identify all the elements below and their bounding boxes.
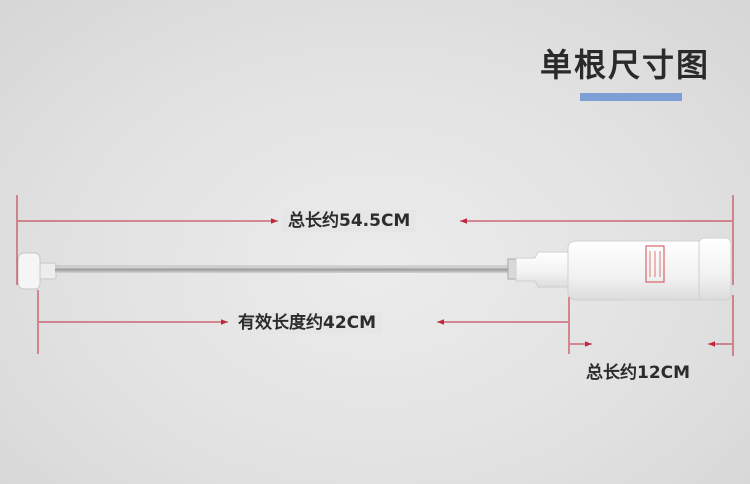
metal-rod [55, 266, 515, 273]
product-sticker [645, 245, 665, 283]
cylinder-body [567, 240, 701, 301]
cylinder-cap [698, 237, 732, 301]
total-length-label: 总长约54.5CM [282, 210, 417, 232]
title-underline [580, 93, 682, 101]
effective-length-label: 有效长度约42CM [232, 312, 383, 334]
foot-cap [17, 252, 41, 290]
dimension-lines [16, 195, 734, 356]
cylinder-length-label: 总长约12CM [586, 363, 691, 383]
suspension-rod [17, 237, 732, 301]
foot-collar [39, 262, 57, 280]
cylinder-neck [515, 251, 571, 288]
page-title: 单根尺寸图 [540, 46, 711, 84]
